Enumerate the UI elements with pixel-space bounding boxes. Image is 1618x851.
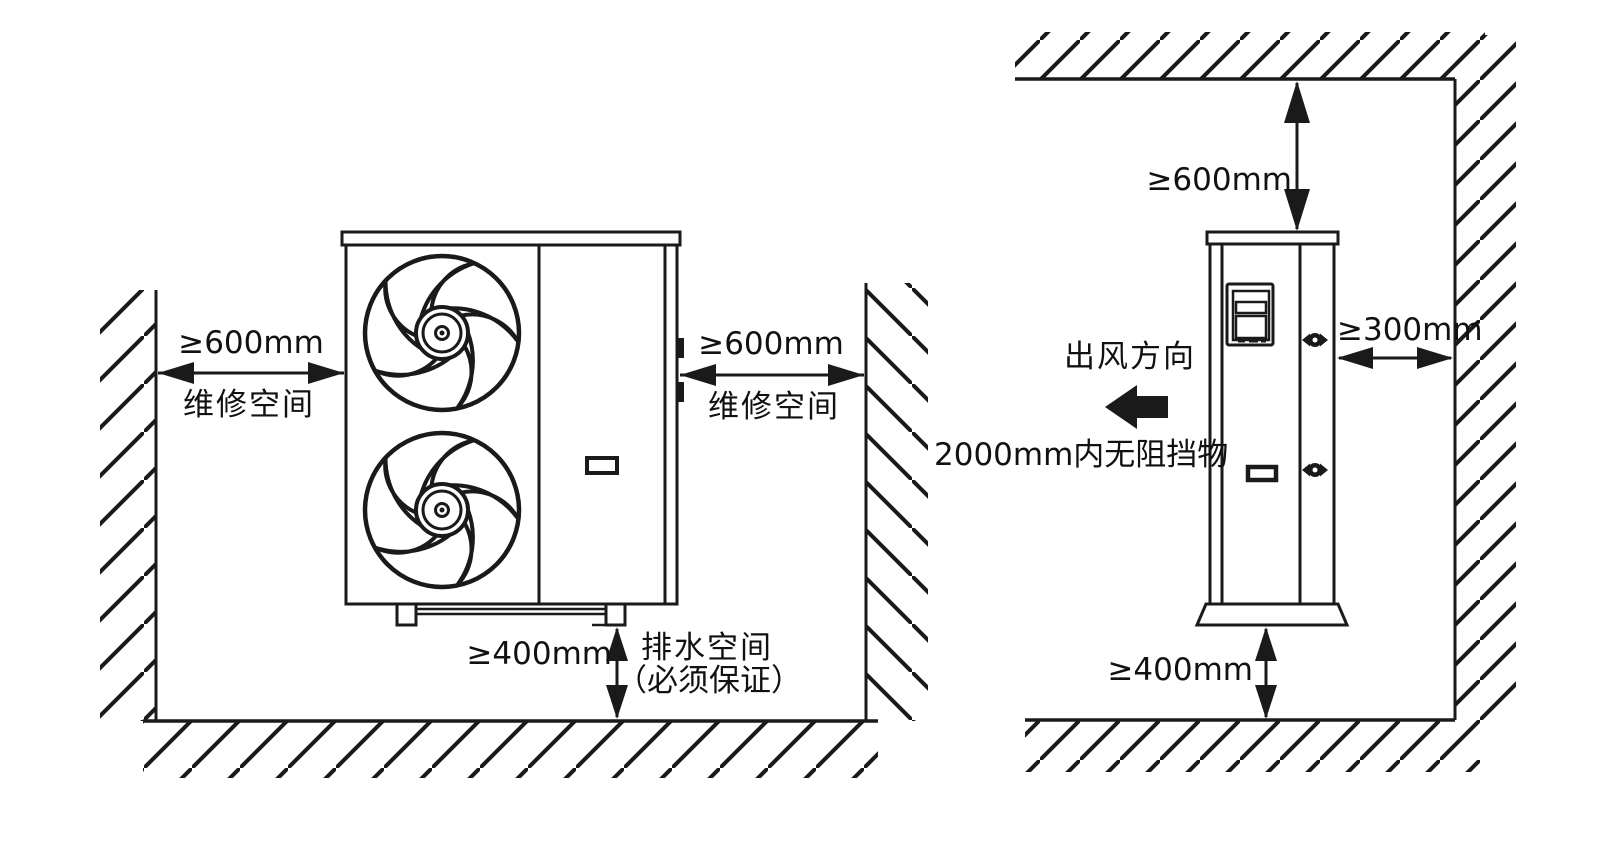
- floor-right: [1025, 718, 1480, 772]
- dimension-arrow-top-clearance: [1284, 81, 1310, 231]
- right-wall: [864, 283, 928, 721]
- floor: [143, 719, 878, 778]
- obstruction-note: 2000mm内无阻挡物: [934, 437, 1229, 473]
- dimension-arrow-bottom-clearance: [1255, 627, 1277, 719]
- control-panel: [1225, 282, 1275, 347]
- unit-nameplate: [585, 456, 619, 475]
- left-clearance-value: ≥600mm: [178, 325, 324, 361]
- left-wall: [100, 290, 158, 721]
- hinge-tab: [676, 338, 684, 358]
- ceiling: [1015, 32, 1485, 81]
- side-clearance-value: ≥300mm: [1337, 312, 1483, 348]
- right-clearance-label: 维修空间: [708, 389, 840, 425]
- dimension-arrow-left-clearance: [158, 362, 344, 384]
- left-clearance-label: 维修空间: [183, 387, 315, 423]
- outdoor-unit-front-view: [340, 230, 684, 627]
- bottom-clearance-value: ≥400mm: [1107, 652, 1253, 688]
- air-outlet-direction-label: 出风方向: [1064, 339, 1196, 375]
- drain-space-label: 排水空间: [641, 630, 773, 666]
- unit-base: [1194, 602, 1350, 627]
- airflow-direction-arrow-icon: [1105, 385, 1168, 429]
- top-clearance-value: ≥600mm: [1146, 162, 1292, 198]
- outdoor-unit-side-view: [1194, 230, 1350, 627]
- dimension-arrow-right-clearance: [680, 364, 864, 386]
- right-clearance-value: ≥600mm: [698, 326, 844, 362]
- hinge-tab: [676, 382, 684, 402]
- dimension-arrow-drain-clearance: [606, 627, 628, 719]
- side-wall: [1453, 35, 1516, 720]
- unit-base-feet: [395, 602, 627, 627]
- unit-nameplate: [1245, 464, 1279, 483]
- dimension-arrow-side-clearance: [1337, 347, 1453, 369]
- drain-clearance-value: ≥400mm: [466, 636, 612, 672]
- drain-space-note: （必须保证）: [616, 663, 802, 699]
